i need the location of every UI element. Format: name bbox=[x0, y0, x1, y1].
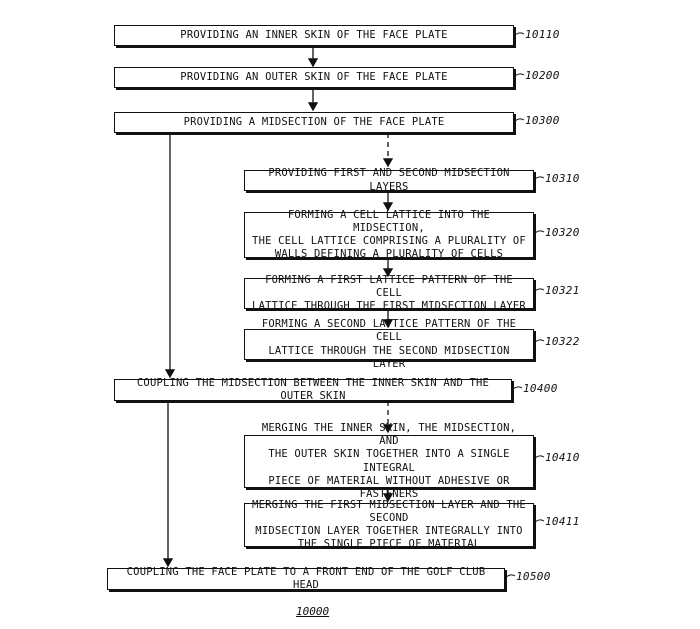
step-10411-box: MERGING THE FIRST MIDSECTION LAYER AND T… bbox=[244, 499, 534, 550]
ref-label-10322: 10322 bbox=[545, 335, 580, 348]
step-10500-box: COUPLING THE FACE PLATE TO A FRONT END O… bbox=[107, 566, 505, 591]
figure-label: 10000 bbox=[296, 605, 330, 618]
step-10300-box: PROVIDING A MIDSECTION OF THE FACE PLATE bbox=[114, 112, 514, 133]
ref-label-10200: 10200 bbox=[525, 69, 560, 82]
step-10410-box: MERGING THE INNER SKIN, THE MIDSECTION, … bbox=[244, 422, 534, 500]
leader-10200 bbox=[513, 73, 525, 78]
leader-10400 bbox=[511, 386, 523, 391]
leader-10410 bbox=[533, 455, 545, 460]
step-10321-box: FORMING A FIRST LATTICE PATTERN OF THE C… bbox=[244, 274, 534, 312]
leader-10320 bbox=[533, 230, 545, 235]
leader-10500 bbox=[504, 574, 516, 579]
ref-label-10500: 10500 bbox=[516, 570, 551, 583]
step-10110-box: PROVIDING AN INNER SKIN OF THE FACE PLAT… bbox=[114, 25, 514, 46]
leader-10310 bbox=[533, 176, 545, 181]
step-10322-box: FORMING A SECOND LATTICE PATTERN OF THE … bbox=[244, 318, 534, 370]
leader-10322 bbox=[533, 339, 545, 344]
ref-label-10320: 10320 bbox=[545, 226, 580, 239]
ref-label-10321: 10321 bbox=[545, 284, 580, 297]
step-10400-box: COUPLING THE MIDSECTION BETWEEN THE INNE… bbox=[114, 377, 512, 402]
step-10310-box: PROVIDING FIRST AND SECOND MIDSECTION LA… bbox=[244, 167, 534, 193]
ref-label-10300: 10300 bbox=[525, 114, 560, 127]
ref-label-10400: 10400 bbox=[523, 382, 558, 395]
leader-10411 bbox=[533, 519, 545, 524]
leader-10300 bbox=[513, 118, 525, 123]
ref-label-10410: 10410 bbox=[545, 451, 580, 464]
leader-10321 bbox=[533, 288, 545, 293]
ref-label-10411: 10411 bbox=[545, 515, 580, 528]
step-10320-box: FORMING A CELL LATTICE INTO THE MIDSECTI… bbox=[244, 209, 534, 260]
step-10200-box: PROVIDING AN OUTER SKIN OF THE FACE PLAT… bbox=[114, 67, 514, 88]
leader-10110 bbox=[513, 32, 525, 37]
ref-label-10110: 10110 bbox=[525, 28, 560, 41]
ref-label-10310: 10310 bbox=[545, 172, 580, 185]
